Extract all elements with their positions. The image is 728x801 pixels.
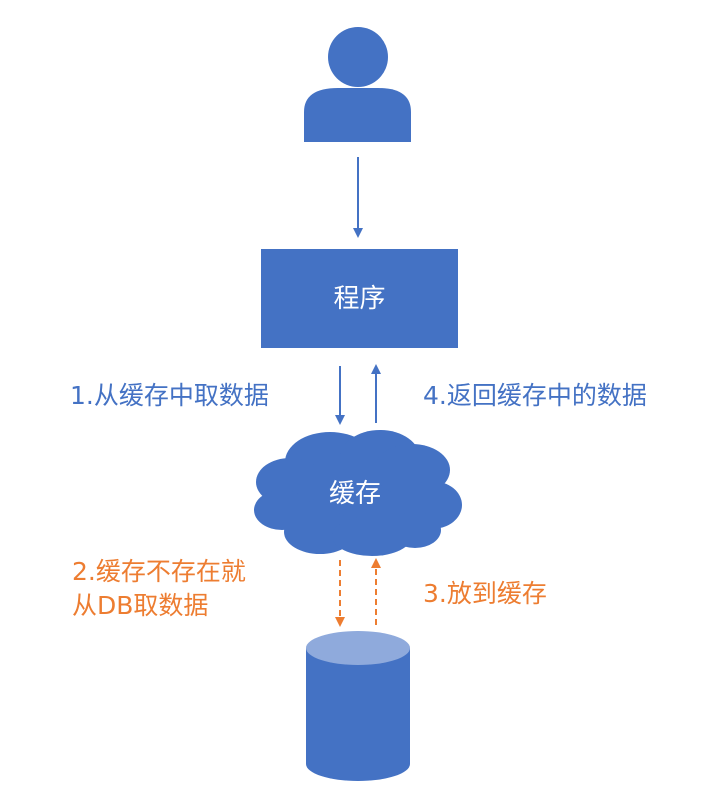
database-cylinder-icon — [306, 631, 410, 781]
cache-label: 缓存 — [329, 479, 381, 509]
program-node: 程序 — [261, 249, 458, 348]
step3-label: 3.放到缓存 — [423, 579, 547, 608]
step1-label: 1.从缓存中取数据 — [70, 381, 269, 410]
cache-cloud-node: 缓存 — [254, 430, 462, 556]
program-label: 程序 — [333, 284, 385, 314]
step2-label-line2: 从DB取数据 — [72, 591, 208, 620]
step2-label-line1: 2.缓存不存在就 — [72, 557, 246, 586]
step4-label: 4.返回缓存中的数据 — [423, 381, 647, 410]
person-icon — [304, 27, 411, 142]
